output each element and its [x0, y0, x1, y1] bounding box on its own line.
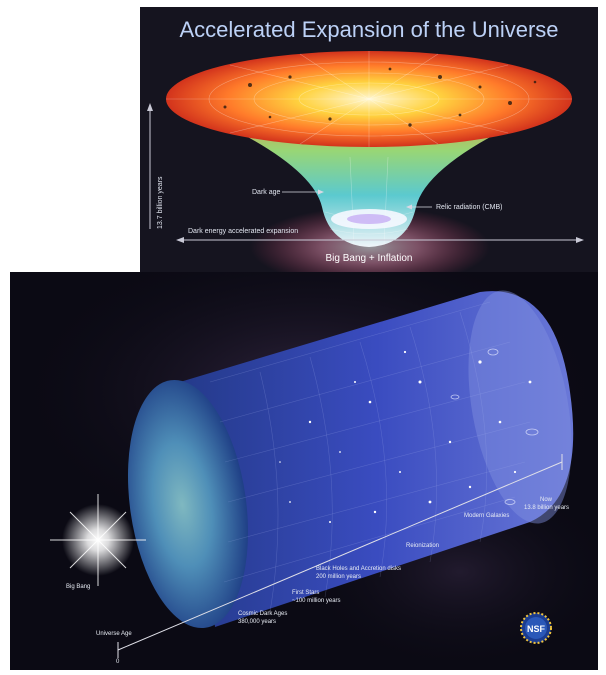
funnel-rim — [166, 51, 572, 147]
age-axis-label: 13.7 billion years — [157, 176, 164, 229]
universe-cylinder-illustration: Big Bang Universe Age 0 Cosmic Dark Ages… — [10, 272, 598, 670]
nsf-logo: NSF — [520, 612, 552, 644]
zero-label: 0 — [116, 659, 120, 665]
cosmic-dark-ages-age: 380,000 years — [238, 619, 276, 625]
reionization-label: Reionization — [406, 543, 439, 549]
big-bang-inflation-label: Big Bang + Inflation — [325, 253, 412, 264]
relic-radiation-label: Relic radiation (CMB) — [436, 204, 503, 211]
now-age-label: 13.8 billion years — [524, 505, 569, 511]
timeline-axis — [117, 461, 563, 651]
universe-age-label: Universe Age — [96, 631, 132, 637]
dark-age-label: Dark age — [252, 189, 281, 196]
cosmic-dark-ages-label: Cosmic Dark Ages — [238, 611, 287, 617]
figure-title: Accelerated Expansion of the Universe — [179, 17, 558, 42]
cylinder-body — [180, 291, 574, 627]
first-stars-age: ~100 million years — [292, 598, 341, 604]
universe-timeline-figure: Big Bang Universe Age 0 Cosmic Dark Ages… — [10, 272, 598, 670]
black-holes-label: Black Holes and Accretion disks — [316, 566, 401, 572]
cmb-cap — [127, 379, 249, 629]
expansion-funnel-illustration: Accelerated Expansion of the Universe 13… — [140, 7, 598, 272]
now-label: Now — [540, 497, 553, 503]
modern-galaxies-label: Modern Galaxies — [464, 513, 509, 519]
black-holes-age: 200 million years — [316, 574, 361, 580]
accelerated-expansion-figure: Accelerated Expansion of the Universe 13… — [140, 7, 598, 272]
big-bang-label: Big Bang — [66, 584, 90, 590]
first-stars-label: First Stars — [292, 590, 319, 596]
nsf-logo-text: NSF — [527, 624, 546, 634]
dark-energy-label: Dark energy accelerated expansion — [188, 228, 298, 235]
